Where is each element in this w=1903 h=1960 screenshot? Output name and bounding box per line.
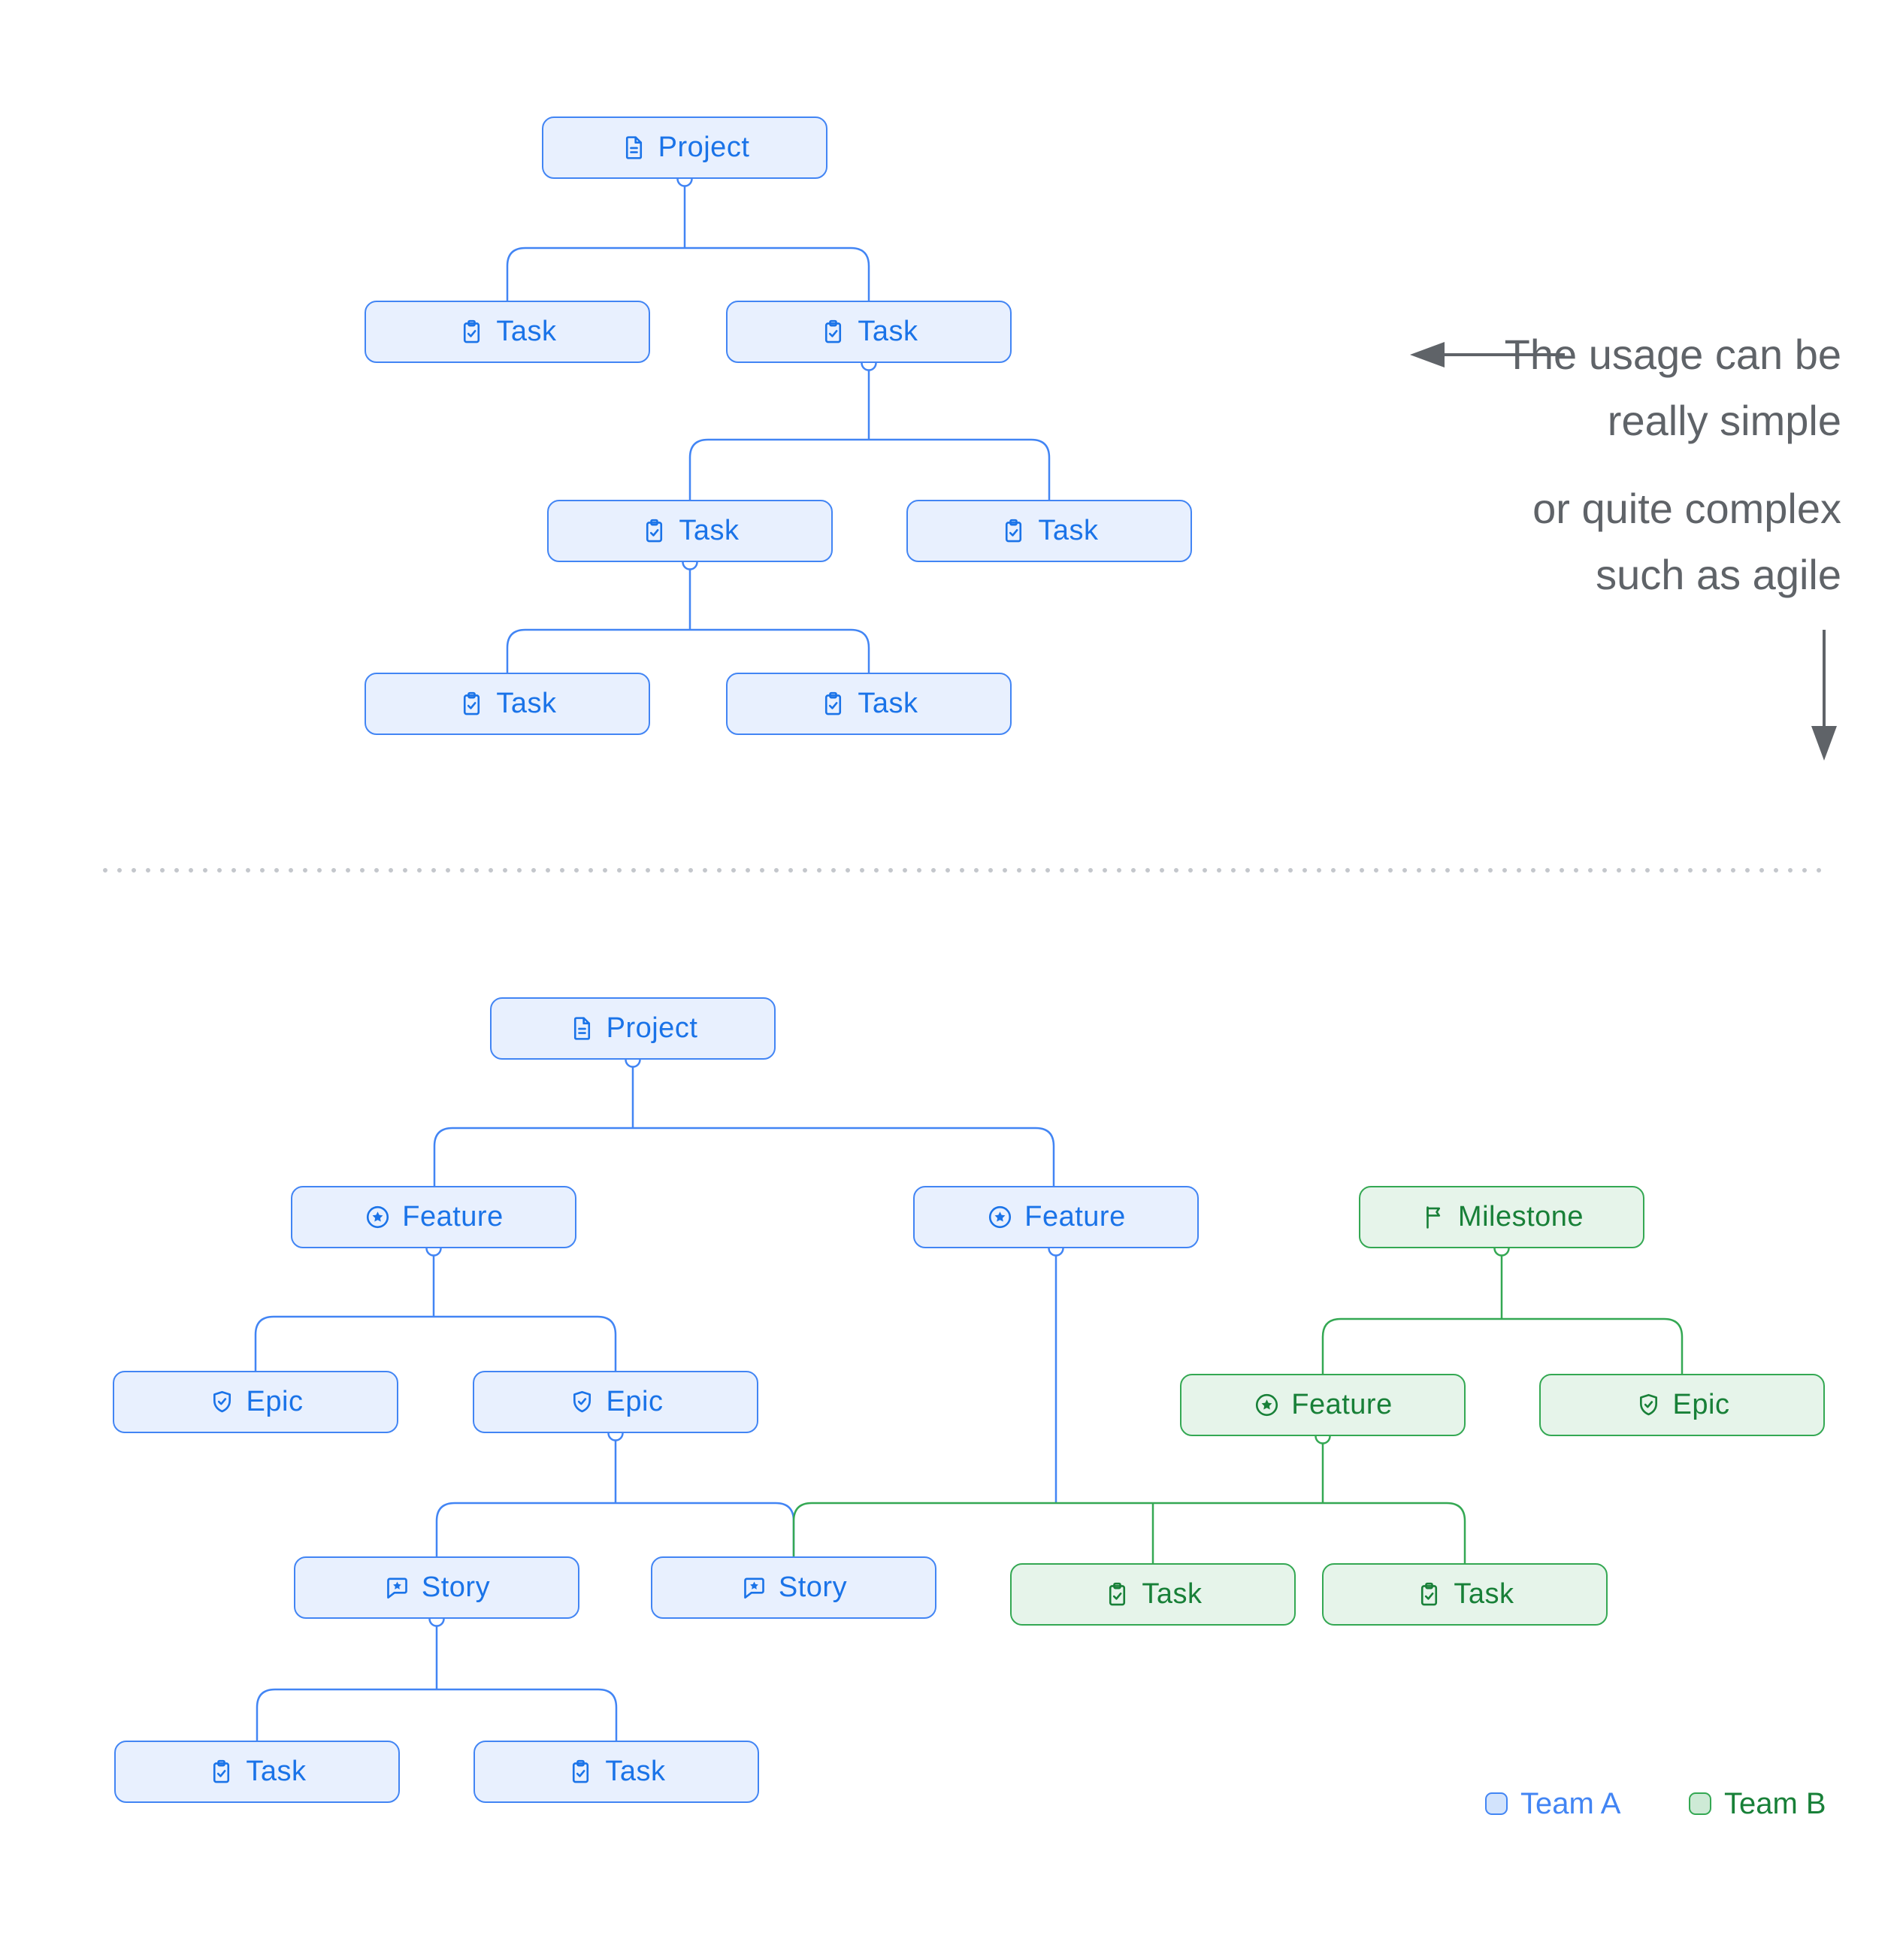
clipboard-check-icon [1415, 1580, 1443, 1608]
tree-connector [506, 179, 870, 301]
node-label: Epic [246, 1386, 304, 1417]
clipboard-check-icon [1103, 1580, 1131, 1608]
node-feature[interactable]: Feature [291, 1186, 576, 1248]
star-circle-icon [1253, 1391, 1281, 1419]
node-label: Task [858, 688, 918, 719]
node-label: Epic [606, 1386, 664, 1417]
legend-team-a: Team A [1485, 1783, 1620, 1825]
clipboard-check-icon [640, 517, 668, 545]
node-project[interactable]: Project [542, 116, 827, 179]
top-tree-connectors [506, 171, 1051, 673]
legend-label: Team A [1520, 1786, 1621, 1820]
clipboard-check-icon [567, 1758, 594, 1786]
node-project[interactable]: Project [490, 997, 776, 1060]
tree-connector [688, 363, 1051, 500]
node-task[interactable]: Task [726, 301, 1012, 363]
flag-icon [1420, 1203, 1448, 1231]
arrow-left-icon [1410, 342, 1565, 368]
node-feature[interactable]: Feature [913, 1186, 1199, 1248]
node-story[interactable]: Story [651, 1556, 936, 1619]
document-icon [568, 1015, 596, 1042]
node-label: Task [246, 1756, 307, 1787]
annotation-complex: or quite complex such as agile [1532, 476, 1841, 608]
node-label: Feature [402, 1201, 504, 1233]
tree-connector [1321, 1248, 1684, 1374]
node-epic[interactable]: Epic [1539, 1374, 1825, 1436]
node-epic[interactable]: Epic [113, 1371, 398, 1433]
clipboard-check-icon [819, 318, 847, 346]
star-circle-icon [364, 1203, 392, 1231]
speech-star-icon [740, 1574, 768, 1602]
node-label: Task [496, 316, 557, 347]
node-label: Task [1454, 1578, 1514, 1610]
node-epic[interactable]: Epic [473, 1371, 758, 1433]
annotation-line: really simple [1607, 397, 1841, 444]
tree-connector [506, 562, 870, 673]
node-milestone[interactable]: Milestone [1359, 1186, 1644, 1248]
shield-check-icon [1635, 1391, 1662, 1419]
node-story[interactable]: Story [294, 1556, 579, 1619]
shield-check-icon [568, 1388, 596, 1416]
arrow-down-icon [1811, 630, 1837, 761]
tree-connector [435, 1433, 795, 1556]
node-task[interactable]: Task [365, 301, 650, 363]
annotation-line: or quite complex [1532, 485, 1841, 532]
node-task[interactable]: Task [114, 1741, 400, 1803]
node-label: Task [1038, 515, 1099, 546]
node-label: Project [658, 132, 750, 163]
tree-connector [433, 1060, 1055, 1186]
node-label: Task [605, 1756, 666, 1787]
node-label: Task [496, 688, 557, 719]
legend-label: Team B [1724, 1786, 1826, 1820]
team-a-swatch-icon [1485, 1792, 1508, 1815]
clipboard-check-icon [458, 690, 486, 718]
speech-star-icon [383, 1574, 411, 1602]
tree-connector [256, 1619, 618, 1741]
document-icon [620, 134, 648, 162]
node-task[interactable]: Task [1322, 1563, 1608, 1626]
node-label: Story [421, 1571, 491, 1603]
annotation-line: The usage can be [1504, 331, 1841, 378]
node-task[interactable]: Task [473, 1741, 759, 1803]
star-circle-icon [986, 1203, 1014, 1231]
node-label: Epic [1672, 1389, 1730, 1420]
clipboard-check-icon [458, 318, 486, 346]
tree-connector [254, 1248, 617, 1371]
legend-team-b: Team B [1689, 1783, 1826, 1825]
clipboard-check-icon [819, 690, 847, 718]
node-label: Task [858, 316, 918, 347]
clipboard-check-icon [1000, 517, 1027, 545]
bottom-tree-connectors [254, 1051, 1684, 1741]
node-task[interactable]: Task [365, 673, 650, 735]
node-label: Task [679, 515, 740, 546]
node-label: Feature [1291, 1389, 1393, 1420]
node-task[interactable]: Task [906, 500, 1192, 562]
node-label: Task [1142, 1578, 1203, 1610]
annotation-simple: The usage can be really simple [1505, 322, 1841, 454]
node-task[interactable]: Task [1010, 1563, 1296, 1626]
node-label: Project [606, 1012, 698, 1044]
tree-connector [792, 1436, 1466, 1563]
node-label: Milestone [1457, 1201, 1584, 1233]
node-feature[interactable]: Feature [1180, 1374, 1466, 1436]
node-task[interactable]: Task [547, 500, 833, 562]
team-b-swatch-icon [1689, 1792, 1711, 1815]
clipboard-check-icon [207, 1758, 235, 1786]
node-label: Story [778, 1571, 848, 1603]
shield-check-icon [208, 1388, 236, 1416]
node-label: Feature [1024, 1201, 1126, 1233]
annotation-line: such as agile [1596, 551, 1841, 598]
node-task[interactable]: Task [726, 673, 1012, 735]
